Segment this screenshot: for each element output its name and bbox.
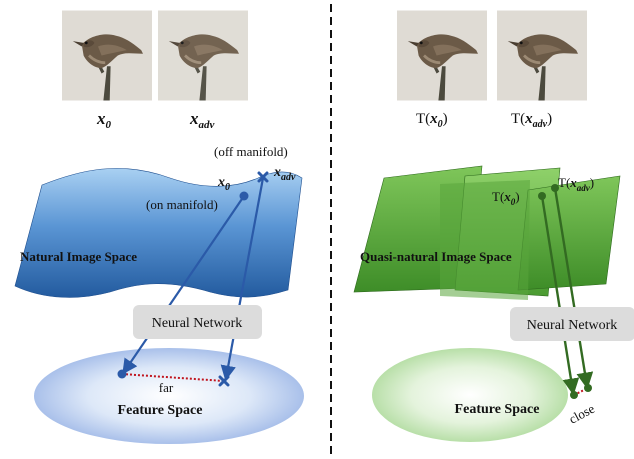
image-tx0	[397, 9, 487, 102]
txadv-point-marker	[551, 184, 559, 192]
quasi-natural-image-space-title: Quasi-natural Image Space	[360, 249, 512, 264]
arrow-tx0-to-feature	[540, 195, 580, 396]
label-x0: x0	[96, 109, 112, 131]
x0-point-marker	[239, 191, 249, 201]
label-xadv: xadv	[189, 109, 215, 131]
far-label: far	[159, 380, 174, 395]
x0-point-label: x0	[217, 175, 230, 193]
image-txadv	[497, 9, 587, 102]
right-feature-space-title: Feature Space	[455, 402, 540, 417]
feature-txadv-marker	[584, 384, 592, 392]
right-neural-network-label: Neural Network	[527, 318, 618, 333]
xadv-point-label: xadv	[273, 165, 296, 183]
arrow-txadv-to-feature	[553, 187, 594, 390]
label-txadv: T(xadv)	[511, 111, 552, 130]
off-manifold-label: (off manifold)	[214, 144, 288, 159]
txadv-point-label: T(xadv)	[558, 175, 594, 193]
xadv-point-marker	[257, 171, 269, 183]
image-x0	[62, 9, 152, 102]
feature-xadv-marker	[218, 375, 230, 387]
feature-tx0-marker	[570, 391, 578, 399]
feature-x0-marker	[117, 369, 127, 379]
arrow-xadv-to-feature	[220, 177, 265, 382]
natural-image-manifold	[14, 168, 303, 298]
tx0-point-label: T(x0)	[492, 189, 520, 207]
right-panel: T(x0) T(xadv) Quasi-natural Image Space …	[353, 9, 634, 442]
left-neural-network-label: Neural Network	[152, 316, 243, 331]
right-feature-space	[372, 348, 568, 442]
arrow-x0-to-feature	[122, 195, 245, 375]
tx0-point-marker	[538, 192, 546, 200]
far-distance-line	[121, 373, 225, 382]
left-feature-space	[34, 348, 304, 444]
left-feature-space-title: Feature Space	[118, 403, 203, 418]
image-xadv	[158, 7, 248, 104]
right-neural-network-box	[510, 307, 634, 341]
close-label: close	[566, 401, 597, 427]
natural-image-space-title: Natural Image Space	[20, 249, 137, 264]
on-manifold-label: (on manifold)	[146, 197, 218, 212]
left-panel: x0 xadv Natural Image Space (off manifol…	[14, 7, 304, 444]
label-tx0: T(x0)	[416, 111, 448, 130]
left-neural-network-box	[133, 305, 262, 339]
